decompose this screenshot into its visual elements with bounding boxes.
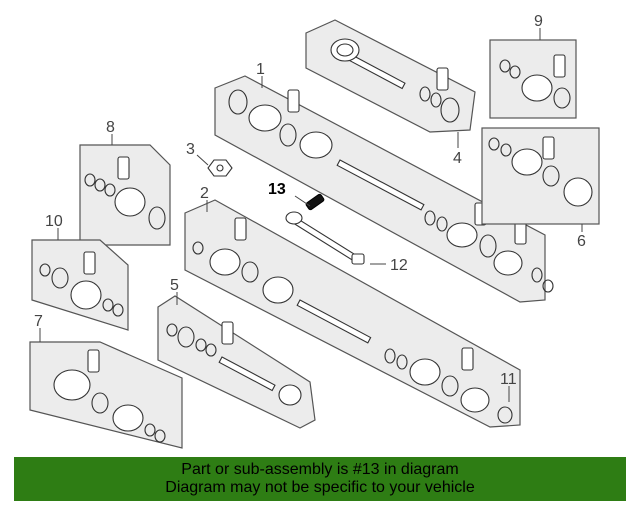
callout-8: 8 <box>106 119 115 136</box>
callout-labels: 1 2 3 4 5 6 7 8 9 10 11 12 13 <box>34 13 586 388</box>
panel-1[interactable] <box>214 75 554 303</box>
part-12-bracket[interactable] <box>285 211 365 265</box>
callout-3: 3 <box>186 141 195 158</box>
parts-diagram: 1 2 3 4 5 6 7 8 9 10 11 12 13 <box>29 13 600 449</box>
callout-11: 11 <box>500 371 517 388</box>
panel-7[interactable] <box>29 341 183 449</box>
panel-5[interactable] <box>157 295 316 429</box>
callout-12: 12 <box>390 257 408 274</box>
panel-10[interactable] <box>31 239 129 331</box>
callout-4: 4 <box>453 150 462 167</box>
callout-1: 1 <box>256 61 265 78</box>
part-3-nut[interactable] <box>207 159 233 177</box>
panel-4[interactable] <box>305 19 476 133</box>
callout-5: 5 <box>170 277 179 294</box>
banner-line-1: Part or sub-assembly is #13 in diagram <box>181 461 459 478</box>
callout-10: 10 <box>45 213 63 230</box>
panel-2[interactable] <box>184 199 521 428</box>
callout-9: 9 <box>534 13 543 30</box>
panel-9[interactable] <box>489 39 577 119</box>
panel-8[interactable] <box>79 144 171 246</box>
callout-7: 7 <box>34 313 43 330</box>
panel-6[interactable] <box>481 127 600 225</box>
callout-13: 13 <box>268 181 286 198</box>
part-13-bolt[interactable] <box>294 193 325 211</box>
callout-6: 6 <box>577 233 586 250</box>
callout-leaders <box>39 28 583 402</box>
banner-line-2: Diagram may not be specific to your vehi… <box>165 479 475 496</box>
callout-2: 2 <box>200 185 209 202</box>
info-banner: Part or sub-assembly is #13 in diagram D… <box>14 457 626 501</box>
